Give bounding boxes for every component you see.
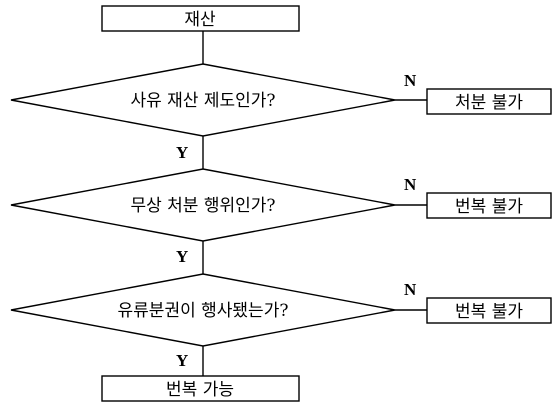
start-node: 재산 xyxy=(101,5,300,32)
end-node: 번복 가능 xyxy=(101,375,300,402)
decision-q1: 사유 재산 제도인가? xyxy=(10,63,396,137)
decision-q3-label: 유류분권이 행사됐는가? xyxy=(118,301,289,321)
start-node-label: 재산 xyxy=(184,10,216,30)
result-r1-label: 처분 불가 xyxy=(455,93,523,113)
edge-label-q1-yes: Y xyxy=(176,143,188,162)
edge-label-q3-yes: Y xyxy=(176,351,188,370)
result-r1: 처분 불가 xyxy=(426,88,552,115)
decision-q1-label: 사유 재산 제도인가? xyxy=(130,91,275,111)
decision-q2: 무상 처분 행위인가? xyxy=(10,168,396,242)
result-r2-label: 번복 불가 xyxy=(455,197,523,217)
result-r3: 번복 불가 xyxy=(426,297,552,324)
end-node-label: 번복 가능 xyxy=(166,380,234,400)
edge-label-q3-no: N xyxy=(404,280,417,299)
decision-q3: 유류분권이 행사됐는가? xyxy=(10,273,396,347)
result-r3-label: 번복 불가 xyxy=(455,302,523,322)
edge-label-q2-no: N xyxy=(404,175,417,194)
decision-q2-label: 무상 처분 행위인가? xyxy=(130,196,275,216)
edge-label-q2-yes: Y xyxy=(176,247,188,266)
result-r2: 번복 불가 xyxy=(426,192,552,219)
edge-label-q1-no: N xyxy=(404,71,417,90)
